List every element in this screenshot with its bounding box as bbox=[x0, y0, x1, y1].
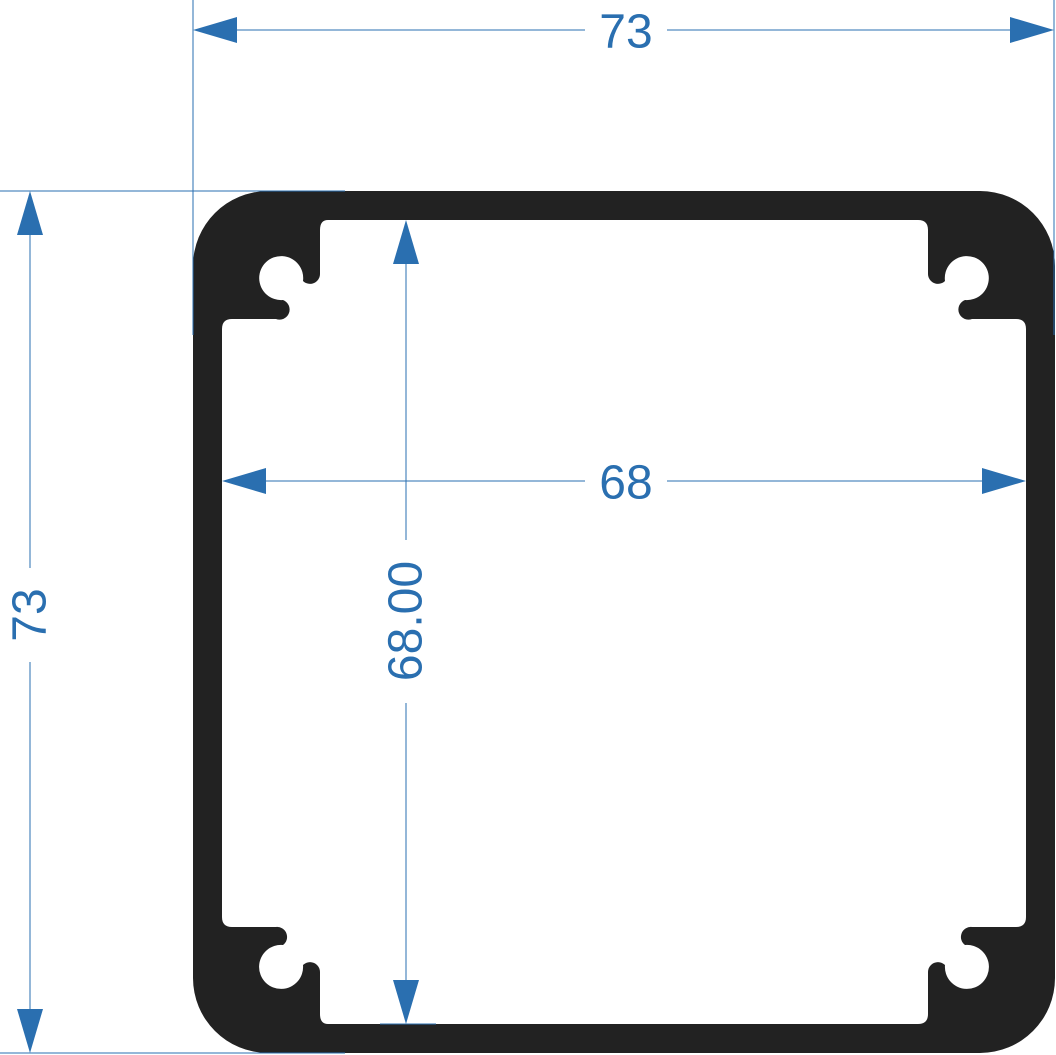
extrusion-profile-body bbox=[193, 191, 1055, 1053]
inner-height-dimension: 68.00 bbox=[380, 220, 436, 1025]
inner-width-label: 68 bbox=[599, 457, 652, 510]
outer-height-arrow-top bbox=[17, 191, 43, 235]
outer-width-label: 73 bbox=[599, 6, 652, 59]
outer-height-label: 73 bbox=[4, 588, 57, 641]
outer-width-arrow-left bbox=[193, 17, 237, 43]
outer-height-dimension: 73 bbox=[0, 190, 345, 1054]
inner-width-dimension: 68 bbox=[222, 457, 1026, 510]
outer-width-dimension: 73 bbox=[192, 0, 1055, 335]
outer-width-arrow-right bbox=[1010, 17, 1054, 43]
inner-height-arrow-bottom bbox=[393, 980, 419, 1024]
outer-height-arrow-bottom bbox=[17, 1009, 43, 1053]
inner-width-arrow-right bbox=[982, 468, 1026, 494]
inner-height-arrow-top bbox=[393, 220, 419, 264]
inner-height-label: 68.00 bbox=[380, 561, 433, 681]
inner-width-arrow-left bbox=[222, 468, 266, 494]
